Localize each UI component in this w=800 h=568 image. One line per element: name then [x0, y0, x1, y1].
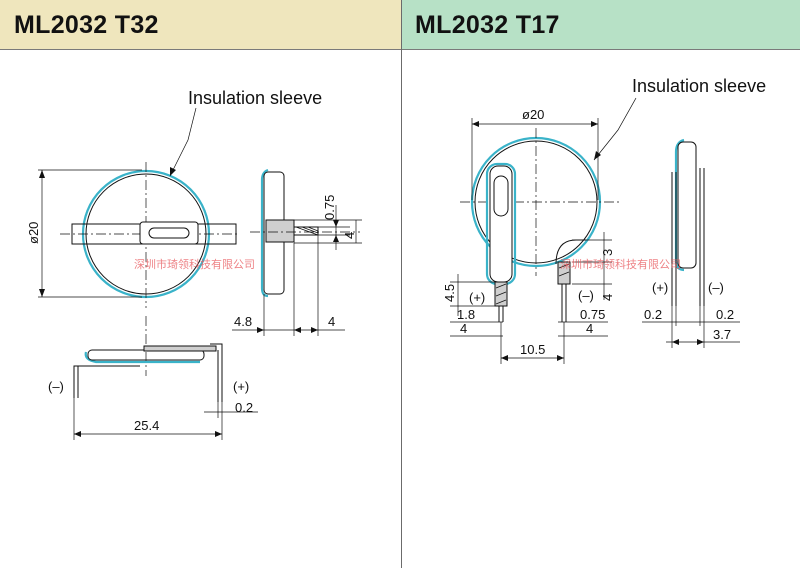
t17-diameter-text: ø20 [522, 107, 544, 122]
left-watermark: 深圳市琦领科技有限公司 [134, 257, 255, 271]
panel-divider [401, 0, 402, 568]
right-watermark: 深圳市琦领科技有限公司 [560, 257, 681, 271]
t32-dim-4-vertical: 4 [342, 232, 357, 239]
t17-dim-02-b: 0.2 [716, 307, 734, 322]
t32-dim-075: 0.75 [322, 195, 337, 220]
t17-front-view: ø20 Insulation sleeve 4.5 (+) (–) 3 [442, 76, 766, 364]
t17-dim-45: 4.5 [442, 284, 457, 302]
t32-bottom-view: (–) (+) 0.2 25.4 [48, 316, 258, 440]
t32-tab-hole [148, 227, 190, 239]
t17-dim-3: 3 [600, 249, 615, 256]
t17-insulation-label: Insulation sleeve [632, 76, 766, 96]
t32-bottom-sleeve [84, 351, 200, 364]
t32-sleeve-leader [169, 107, 197, 177]
t32-front-view: ø20 Insulation sleeve [26, 88, 322, 308]
t32-plus-label: (+) [233, 379, 249, 394]
t32-dim-254: 25.4 [134, 418, 159, 433]
right-panel-header: ML2032 T17 [401, 0, 800, 50]
t17-minus-label: (–) [578, 288, 594, 303]
t17-side-plus: (+) [652, 280, 668, 295]
t32-dim-02: 0.2 [235, 400, 253, 415]
t32-insulation-label: Insulation sleeve [188, 88, 322, 108]
t32-dim-4-horizontal: 4 [328, 314, 335, 329]
left-panel-title: ML2032 T32 [14, 11, 159, 39]
t17-side-minus: (–) [708, 280, 724, 295]
t32-minus-pin [73, 365, 140, 398]
left-panel-header: ML2032 T32 [0, 0, 401, 50]
t17-side-sleeve [674, 138, 685, 272]
t32-minus-label: (–) [48, 379, 64, 394]
t32-side-sleeve [260, 168, 269, 298]
t17-dim-4-left: 4 [460, 321, 467, 336]
t17-side-view: (+) (–) 0.2 0.2 3.7 [642, 138, 740, 348]
t32-side-boss [265, 219, 295, 243]
t17-dim-18: 1.8 [457, 307, 475, 322]
t32-plus-pin [210, 343, 223, 402]
right-panel-title: ML2032 T17 [415, 11, 560, 39]
t17-plus-label: (+) [469, 290, 485, 305]
t32-side-view: 0.75 4 4.8 4 [232, 168, 362, 336]
t17-dim-02-a: 0.2 [644, 307, 662, 322]
t17-dim-075: 0.75 [580, 307, 605, 322]
t17-dim-4-vertical: 4 [600, 294, 615, 301]
t17-dim-4-right: 4 [586, 321, 593, 336]
t17-dim-37: 3.7 [713, 327, 731, 342]
t32-diameter-text: ø20 [26, 222, 41, 244]
t17-dim-105: 10.5 [520, 342, 545, 357]
t32-dim-48: 4.8 [234, 314, 252, 329]
